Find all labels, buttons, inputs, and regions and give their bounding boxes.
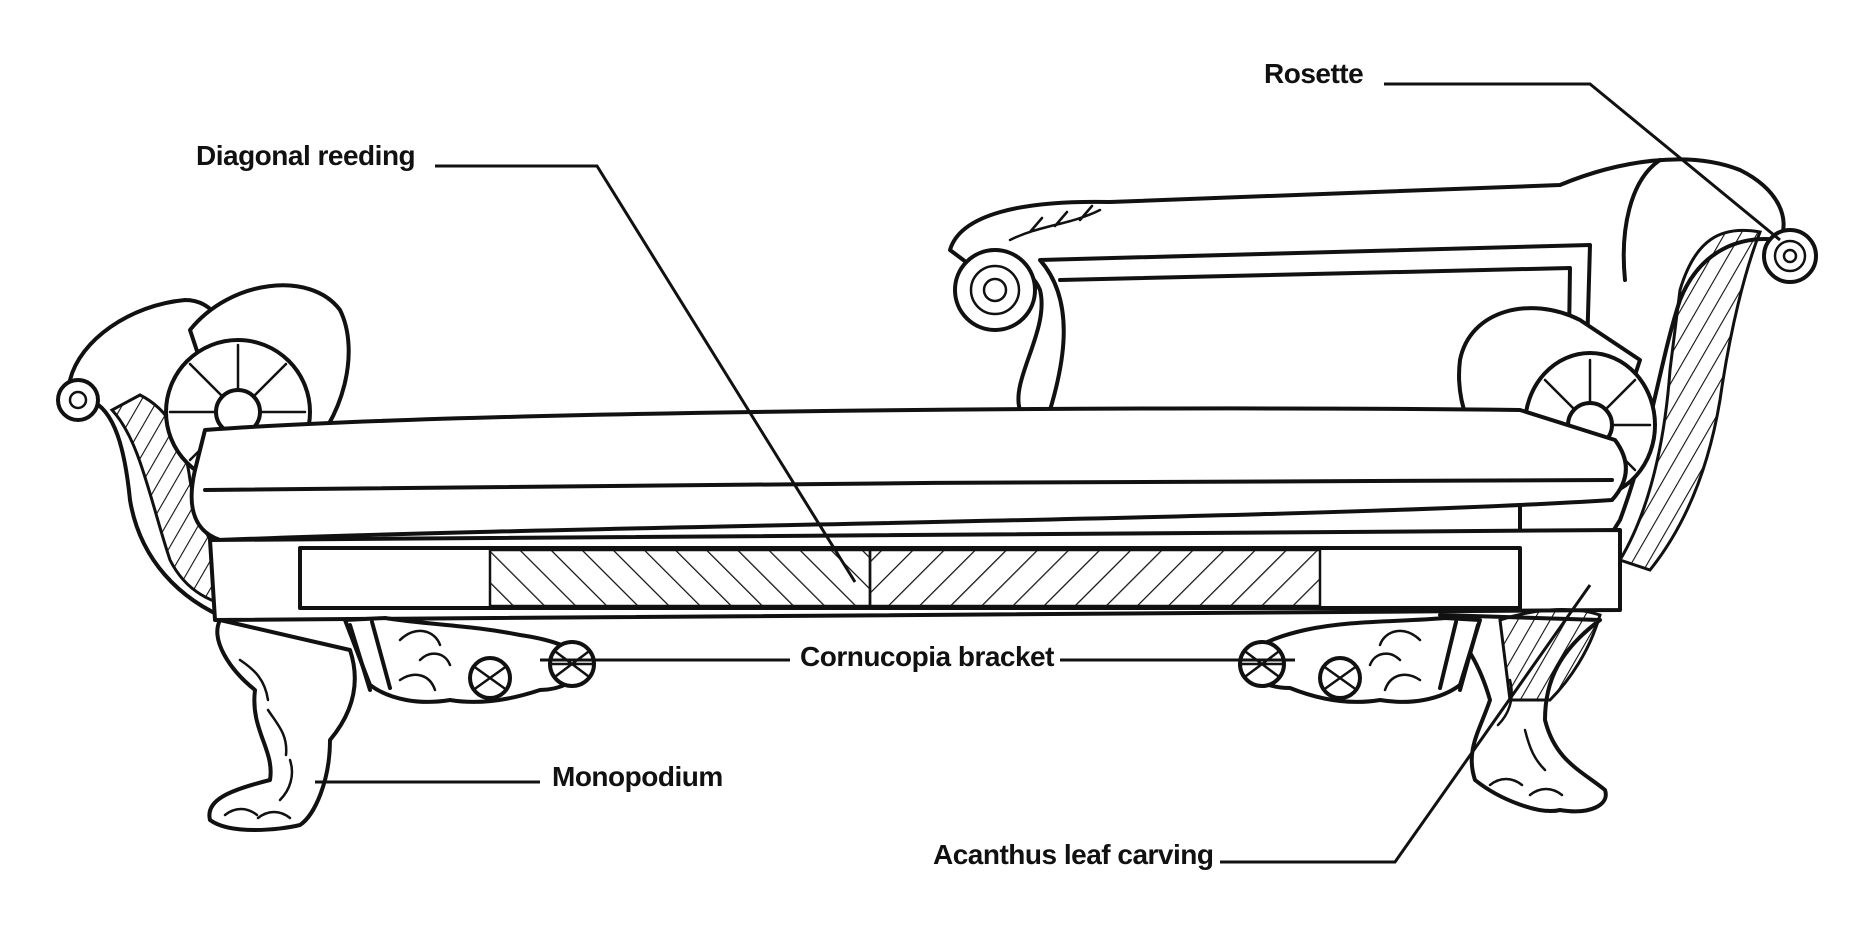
monopodium-label: Monopodium: [552, 761, 723, 792]
left-scroll-rosette: [56, 378, 100, 422]
left-monopodium: [207, 616, 596, 832]
leader-lines: [315, 82, 1781, 864]
diagonal-reeding-leader: [435, 164, 857, 583]
acanthus-leader: [1220, 584, 1592, 864]
back-scroll: [953, 248, 1037, 332]
diagonal-reeding-right: [868, 548, 1322, 608]
rosette-leader: [1384, 82, 1781, 242]
seat-rail: [208, 528, 1622, 622]
rosette-label: Rosette: [1264, 58, 1364, 89]
seat-cushion: [189, 406, 1628, 542]
acanthus-leaf-carving-label: Acanthus leaf carving: [933, 839, 1214, 870]
rosette: [1762, 228, 1818, 284]
diagonal-reeding-label: Diagonal reeding: [196, 140, 416, 171]
cornucopia-bracket-label: Cornucopia bracket: [800, 641, 1054, 672]
diagonal-reeding-left: [488, 548, 872, 608]
